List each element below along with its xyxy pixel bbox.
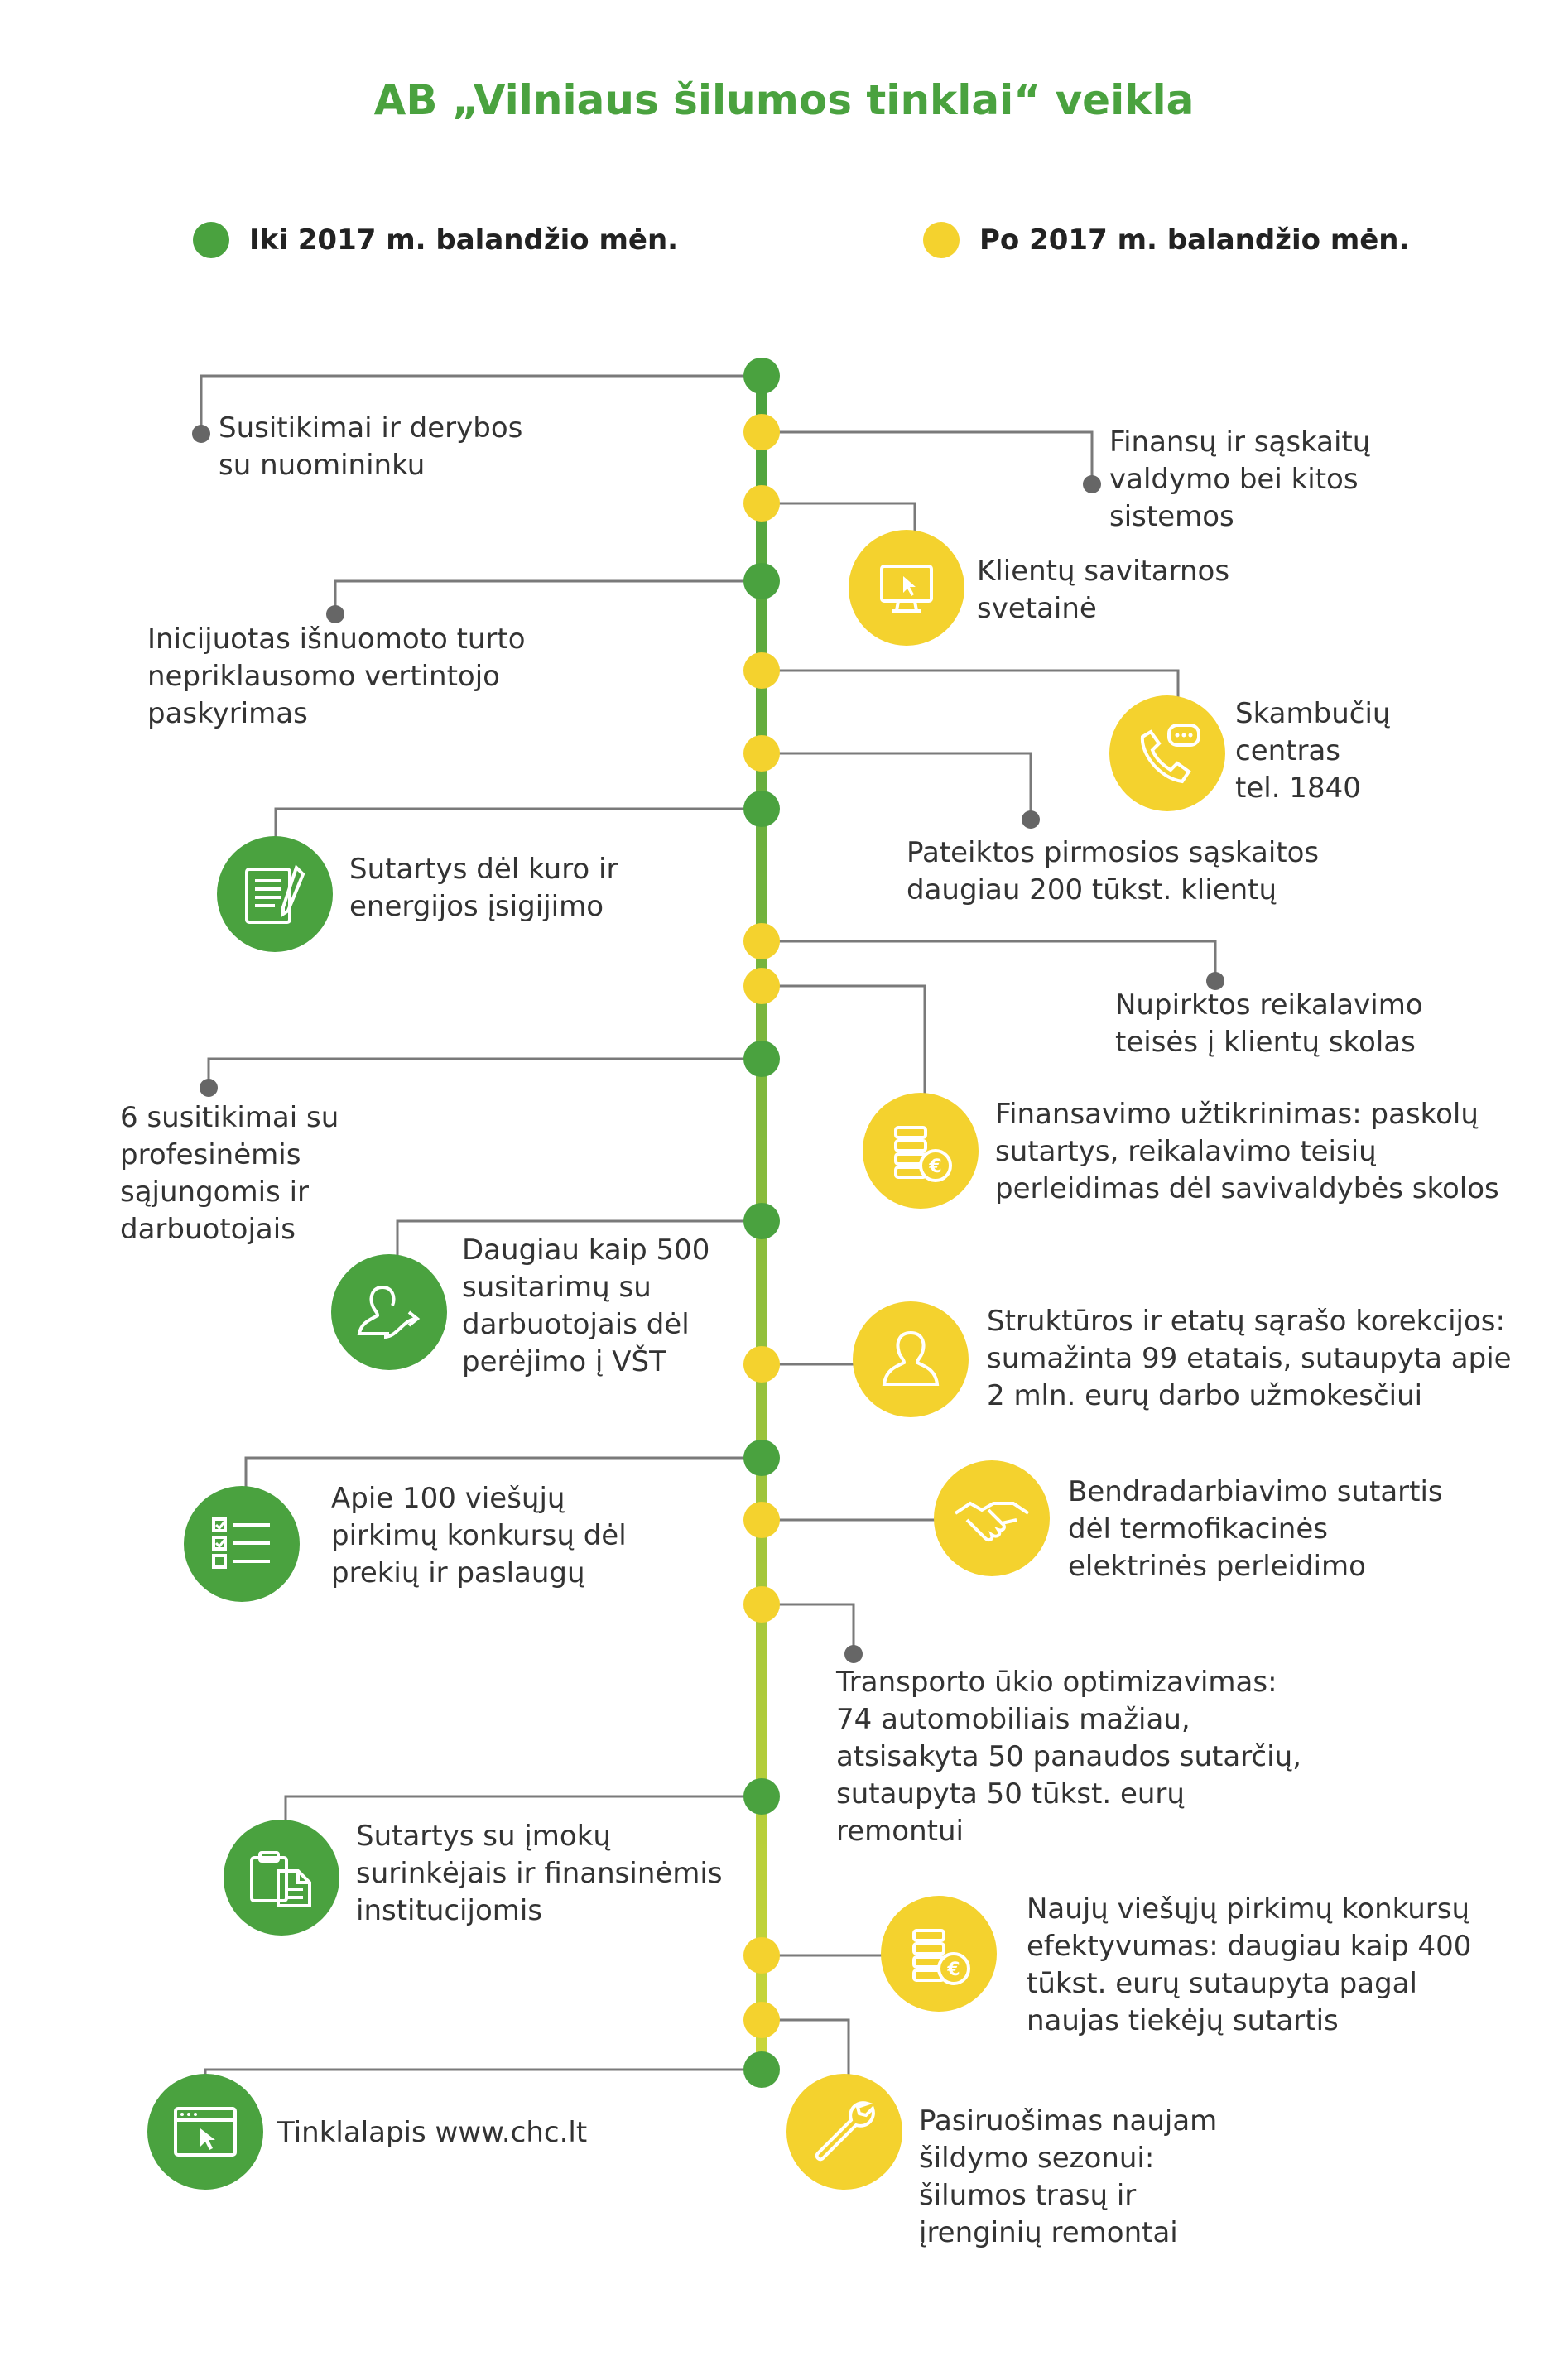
connector-13 <box>244 1456 762 1490</box>
connector-15 <box>762 1603 855 1654</box>
node-2 <box>743 414 780 450</box>
connector-end-dots <box>192 425 1224 1663</box>
connectors <box>200 374 1217 2086</box>
node-13 <box>743 1440 780 1476</box>
legend-before: Iki 2017 m. balandžio mėn. <box>193 222 678 258</box>
node-4 <box>743 563 780 599</box>
legend-after: Po 2017 m. balandžio mėn. <box>923 222 1409 258</box>
item-15-text: Transporto ūkio optimizavimas:74 automob… <box>836 1666 1301 1848</box>
connector-18 <box>204 2068 762 2086</box>
person-arrow-icon <box>331 1254 447 1370</box>
node-19 <box>743 2002 780 2038</box>
connector-6 <box>762 752 1032 820</box>
node-17 <box>743 1937 780 1974</box>
legend-after-label: Po 2017 m. balandžio mėn. <box>979 224 1410 257</box>
node-11 <box>743 1203 780 1239</box>
item-12-text: Struktūros ir etatų sąrašo korekcijos:su… <box>987 1305 1512 1412</box>
wrench-icon <box>786 2074 902 2190</box>
node-9 <box>743 968 780 1004</box>
clipboard-documents-icon <box>224 1820 339 1936</box>
node-16 <box>743 1778 780 1815</box>
connector-5 <box>762 669 1180 702</box>
node-6 <box>743 735 780 772</box>
phone-chat-icon <box>1109 695 1225 811</box>
item-18-text: Tinklalapis www.chc.lt <box>277 2116 588 2149</box>
connector-9 <box>762 984 926 1101</box>
connector-3 <box>762 502 916 536</box>
timeline-nodes <box>743 358 780 2088</box>
connector-19 <box>762 2018 850 2078</box>
node-14 <box>743 1502 780 1538</box>
monitor-cursor-icon <box>849 530 964 646</box>
browser-cursor-icon <box>147 2074 263 2190</box>
coins-euro-icon: € <box>863 1093 979 1209</box>
legend-before-label: Iki 2017 m. balandžio mėn. <box>249 224 679 257</box>
connector-16 <box>284 1795 762 1830</box>
handshake-icon <box>934 1460 1050 1576</box>
connector-11 <box>396 1219 762 1267</box>
connector-2 <box>762 430 1094 484</box>
svg-text:€: € <box>946 1960 960 1980</box>
coins-euro-icon: € <box>881 1896 997 2012</box>
node-7 <box>743 791 780 827</box>
page-title: AB „Vilniaus šilumos tinklai“ veikla <box>373 76 1195 124</box>
node-18 <box>743 2051 780 2088</box>
document-pen-icon <box>217 836 333 952</box>
connector-7 <box>274 807 762 838</box>
connector-4 <box>334 579 762 614</box>
node-5 <box>743 652 780 689</box>
svg-text:€: € <box>928 1157 941 1177</box>
node-1 <box>743 358 780 394</box>
node-10 <box>743 1041 780 1077</box>
checklist-icon <box>184 1486 300 1602</box>
green-dot-icon <box>193 222 229 258</box>
connector-8 <box>762 940 1217 981</box>
node-12 <box>743 1346 780 1383</box>
yellow-dot-icon <box>923 222 960 258</box>
node-15 <box>743 1586 780 1623</box>
person-icon <box>853 1301 969 1417</box>
node-8 <box>743 923 780 959</box>
node-3 <box>743 485 780 522</box>
connector-1 <box>200 374 762 434</box>
connector-10 <box>207 1057 762 1088</box>
